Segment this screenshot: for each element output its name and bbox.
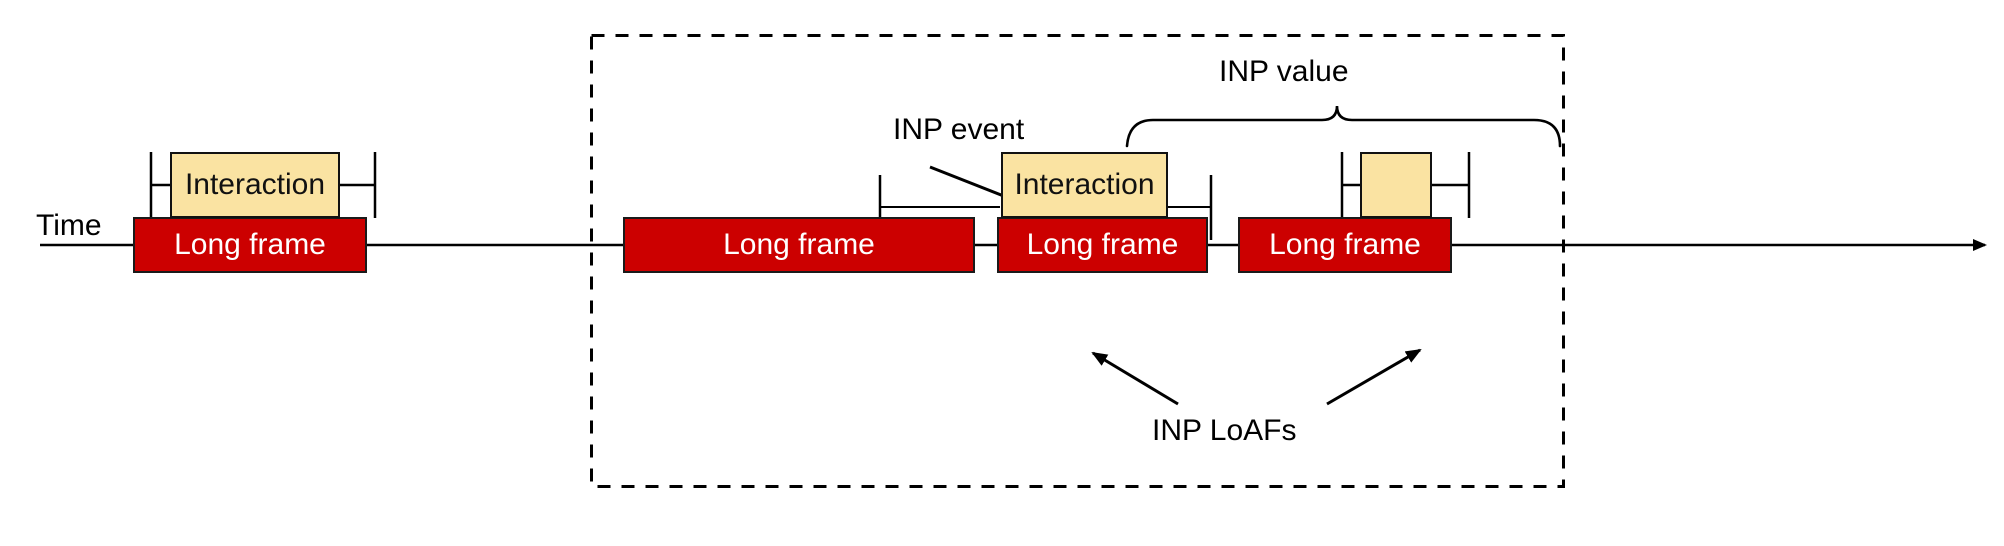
interaction-box[interactable]	[1001, 152, 1168, 218]
inp-loafs-arrow-left	[1091, 351, 1179, 406]
long-frame-box[interactable]	[997, 217, 1208, 273]
inp-loafs-arrow-right	[1326, 348, 1422, 406]
measure-bar-middle	[878, 175, 1213, 240]
long-frame-box[interactable]	[1238, 217, 1452, 273]
interaction-box[interactable]	[170, 152, 340, 218]
interaction-box[interactable]	[1360, 152, 1432, 218]
measure-bar-right	[1340, 152, 1471, 218]
inp-loafs-annotation-label: INP LoAFs	[1152, 414, 1297, 447]
long-frame-box[interactable]	[133, 217, 367, 273]
long-frame-box[interactable]	[623, 217, 975, 273]
inp-value-brace	[1125, 105, 1562, 148]
inp-region-dashed-box	[590, 34, 1565, 488]
measure-bar-left	[149, 152, 377, 218]
time-axis-label: Time	[36, 209, 102, 242]
inp-value-annotation-label: INP value	[1219, 55, 1349, 88]
inp-event-annotation-label: INP event	[893, 113, 1025, 146]
